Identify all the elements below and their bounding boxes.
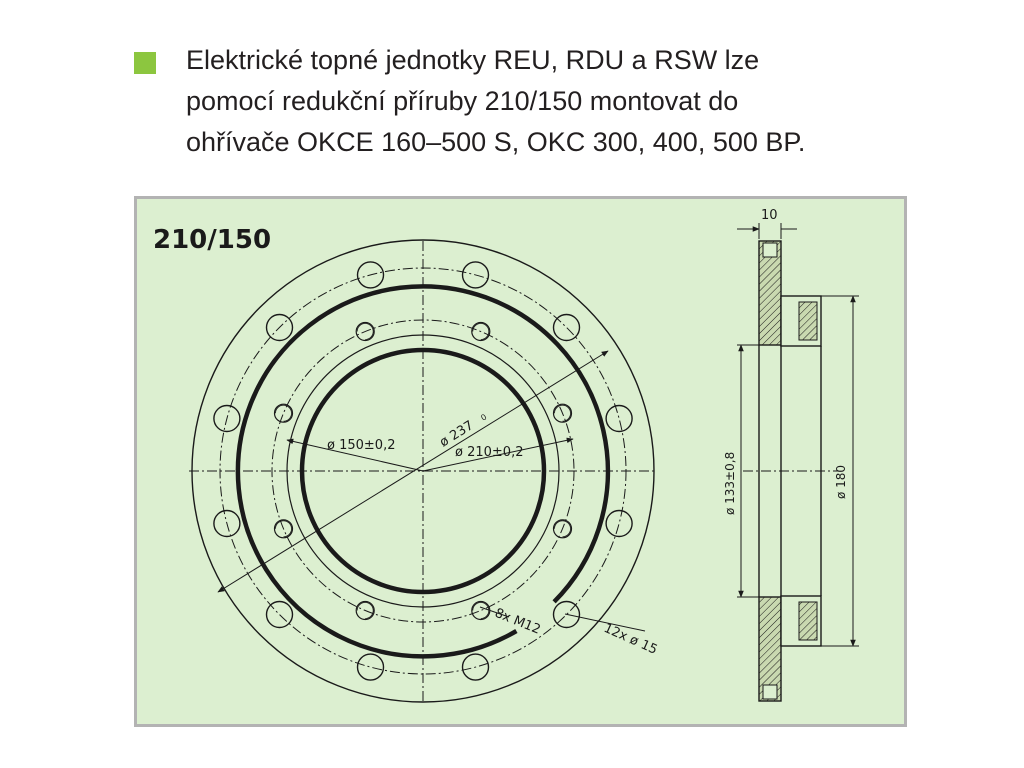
bullet-square-icon bbox=[134, 52, 156, 74]
threaded-hole bbox=[471, 600, 491, 621]
outer-contour bbox=[191, 239, 655, 703]
threaded-hole bbox=[355, 321, 375, 342]
dim-line-d210 bbox=[422, 437, 574, 472]
label-d180: ø 180 bbox=[834, 465, 848, 499]
leader-d15 bbox=[564, 613, 646, 632]
intro-line-2: pomocí redukční příruby 210/150 montovat… bbox=[186, 86, 739, 116]
through-hole bbox=[356, 261, 385, 289]
through-hole bbox=[356, 653, 385, 681]
intro-line-3: ohřívače OKCE 160–500 S, OKC 300, 400, 5… bbox=[186, 127, 806, 157]
through-hole bbox=[605, 404, 633, 433]
dim-line-d237 bbox=[217, 350, 609, 593]
through-hole bbox=[461, 653, 490, 681]
intro-text: Elektrické topné jednotky REU, RDU a RSW… bbox=[186, 40, 986, 163]
through-hole bbox=[265, 600, 294, 629]
through-hole bbox=[461, 261, 490, 289]
threaded-hole bbox=[355, 600, 375, 621]
through-hole bbox=[605, 509, 633, 538]
label-thickness: 10 bbox=[761, 208, 778, 223]
flange-front-view: ø 237 0 ø 150±0,2 ø 210±0,2 8x M12 12x ø… bbox=[189, 239, 660, 704]
label-d15: 12x ø 15 bbox=[601, 621, 659, 658]
through-hole bbox=[265, 313, 294, 342]
label-d150: ø 150±0,2 bbox=[327, 438, 395, 453]
section-plate-bottom bbox=[758, 596, 782, 702]
through-hole bbox=[552, 313, 581, 342]
flange-drawing: ø 237 0 ø 150±0,2 ø 210±0,2 8x M12 12x ø… bbox=[189, 208, 859, 704]
through-hole bbox=[552, 600, 581, 629]
leader-m12 bbox=[479, 606, 510, 618]
label-d210: ø 210±0,2 bbox=[455, 445, 523, 460]
dim-line-d150 bbox=[286, 438, 424, 472]
flange-section-view: 10 ø 133±0,8 ø 180 bbox=[723, 208, 859, 702]
threaded-hole bbox=[273, 403, 294, 423]
label-d237-tolerance: 0 bbox=[479, 412, 488, 422]
section-plate-top bbox=[758, 240, 782, 346]
threaded-hole bbox=[471, 321, 491, 342]
label-m12: 8x M12 bbox=[493, 606, 543, 638]
flange-diagram-panel: 210/150 bbox=[134, 196, 907, 727]
intro-line-1: Elektrické topné jednotky REU, RDU a RSW… bbox=[186, 45, 760, 75]
diagram-title: 210/150 bbox=[153, 225, 272, 255]
label-d133: ø 133±0,8 bbox=[723, 452, 737, 515]
